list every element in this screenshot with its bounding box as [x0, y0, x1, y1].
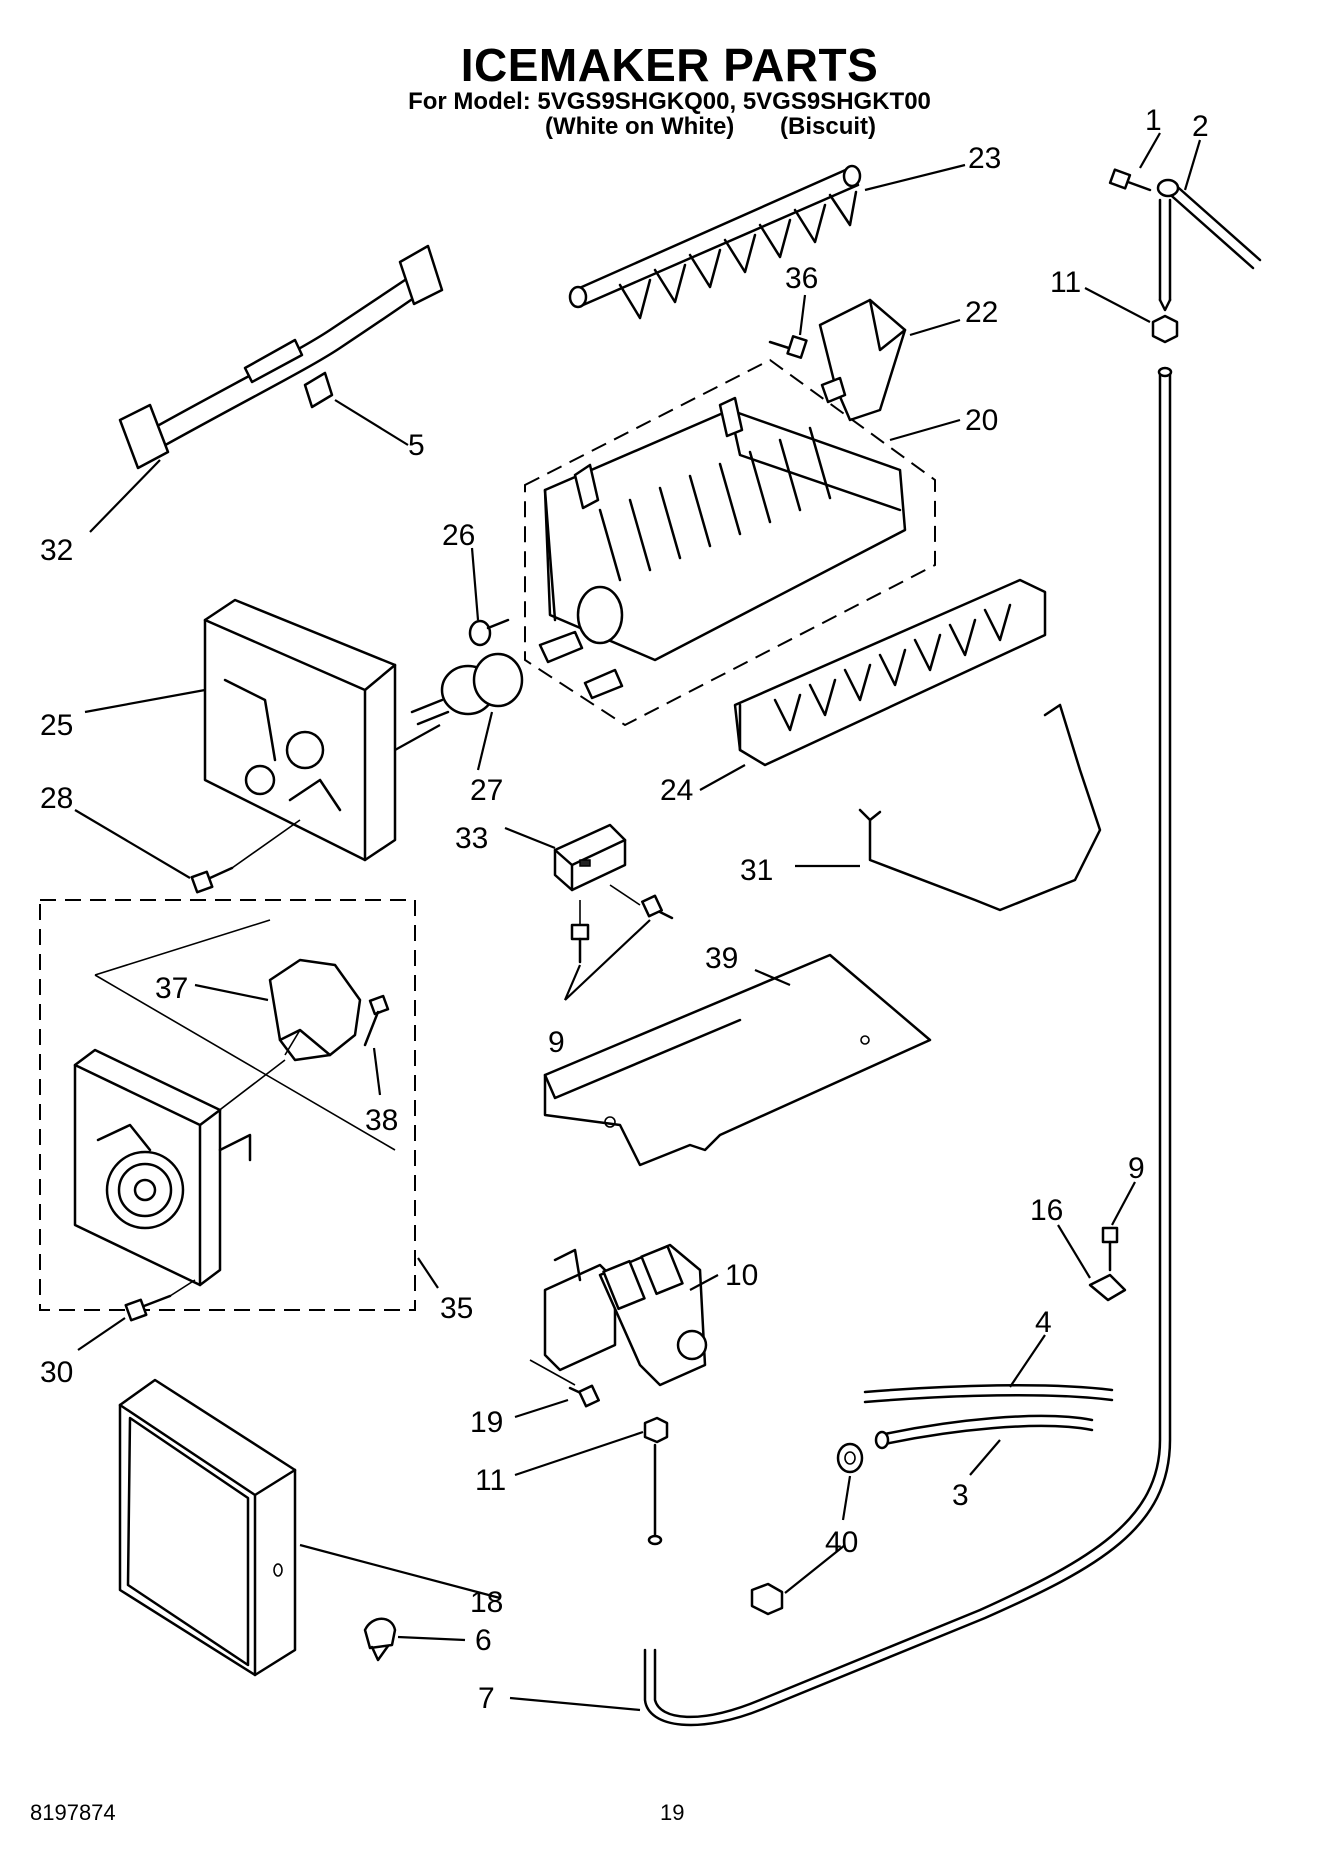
model-line: For Model: 5VGS9SHGKQ00, 5VGS9SHGKT00: [408, 88, 931, 115]
callout-23: 23: [968, 142, 1001, 175]
callout-5: 5: [408, 429, 425, 462]
callout-11-lower: 11: [475, 1464, 506, 1497]
callout-10: 10: [725, 1259, 758, 1292]
callout-38: 38: [365, 1104, 398, 1137]
document-number: 8197874: [30, 1800, 116, 1825]
callout-7: 7: [478, 1682, 495, 1715]
leader-lines: [74, 132, 1202, 1712]
part-screw-19: [568, 1384, 600, 1408]
callout-3: 3: [952, 1479, 969, 1512]
callout-19: 19: [470, 1406, 503, 1439]
part-ejector: [568, 164, 862, 320]
callout-labels: 1 2 23 36 22 11 5 32 20 26 25 27 24 28 3…: [40, 104, 1209, 1715]
part-plug-6: [363, 1617, 397, 1662]
part-harness-clip: [303, 371, 334, 409]
kit-dashed-outline: [39, 899, 416, 1311]
callout-37: 37: [155, 972, 188, 1005]
callout-9-right: 9: [1128, 1152, 1145, 1185]
page-title: ICEMAKER PARTS: [460, 39, 879, 91]
part-water-tube: [643, 366, 1173, 1727]
callout-9-center: 9: [548, 1026, 565, 1059]
variant-white-label: (White on White): [545, 113, 735, 140]
callout-35: 35: [440, 1292, 473, 1325]
part-screw-36: [768, 335, 808, 359]
callout-1: 1: [1145, 104, 1162, 137]
part-nut-loose: [750, 1582, 784, 1616]
callout-25: 25: [40, 709, 73, 742]
part-mold: [538, 396, 907, 700]
callout-31: 31: [740, 854, 773, 887]
callout-40: 40: [825, 1526, 858, 1559]
part-tube-4: [863, 1383, 1114, 1404]
callout-18: 18: [470, 1586, 503, 1619]
part-screw-28: [190, 819, 301, 894]
part-wire-harness: [118, 244, 444, 470]
part-nut-11-upper: [1151, 314, 1179, 344]
part-bracket-33: [553, 823, 627, 892]
part-clamp-16: [1088, 1273, 1127, 1302]
part-screw-30: [124, 1279, 196, 1322]
callout-6: 6: [475, 1624, 492, 1657]
callout-20: 20: [965, 404, 998, 437]
part-shutoff-arm: [858, 703, 1102, 912]
part-nut-40: [836, 1442, 864, 1474]
callout-33: 33: [455, 822, 488, 855]
part-tube-3: [874, 1414, 1094, 1450]
part-stripper: [733, 578, 1047, 767]
part-thermostat: [410, 652, 524, 726]
part-screw-9-right: [1101, 1226, 1119, 1272]
kit-guide-lines: [94, 919, 396, 1151]
part-fill-cup: [818, 298, 907, 422]
part-module-housing: [203, 598, 441, 862]
variant-biscuit-label: (Biscuit): [780, 113, 876, 140]
callout-4: 4: [1035, 1306, 1052, 1339]
callout-39: 39: [705, 942, 738, 975]
callout-11-upper: 11: [1050, 266, 1081, 299]
part-screw-38: [363, 994, 390, 1047]
page-number: 19: [660, 1800, 685, 1825]
callout-24: 24: [660, 774, 693, 807]
callout-22: 22: [965, 296, 998, 329]
part-nut-11-lower: [643, 1416, 669, 1444]
callout-32: 32: [40, 534, 73, 567]
part-motor: [268, 958, 362, 1062]
part-module-plate: [73, 1048, 252, 1287]
part-shield: [543, 953, 932, 1167]
callout-16: 16: [1030, 1194, 1063, 1227]
callout-36: 36: [785, 262, 818, 295]
callout-28: 28: [40, 782, 73, 815]
part-fitting-26: [468, 618, 510, 647]
part-screw-1: [1108, 168, 1152, 192]
callout-26: 26: [442, 519, 475, 552]
part-cover: [118, 1378, 297, 1677]
callout-27: 27: [470, 774, 503, 807]
part-screws-9: [570, 884, 674, 964]
callout-30: 30: [40, 1356, 73, 1389]
part-water-valve: [529, 1243, 708, 1387]
part-fill-tube-2: [1156, 178, 1262, 312]
callout-2: 2: [1192, 110, 1209, 143]
mold-dashed-outline: [524, 358, 936, 727]
